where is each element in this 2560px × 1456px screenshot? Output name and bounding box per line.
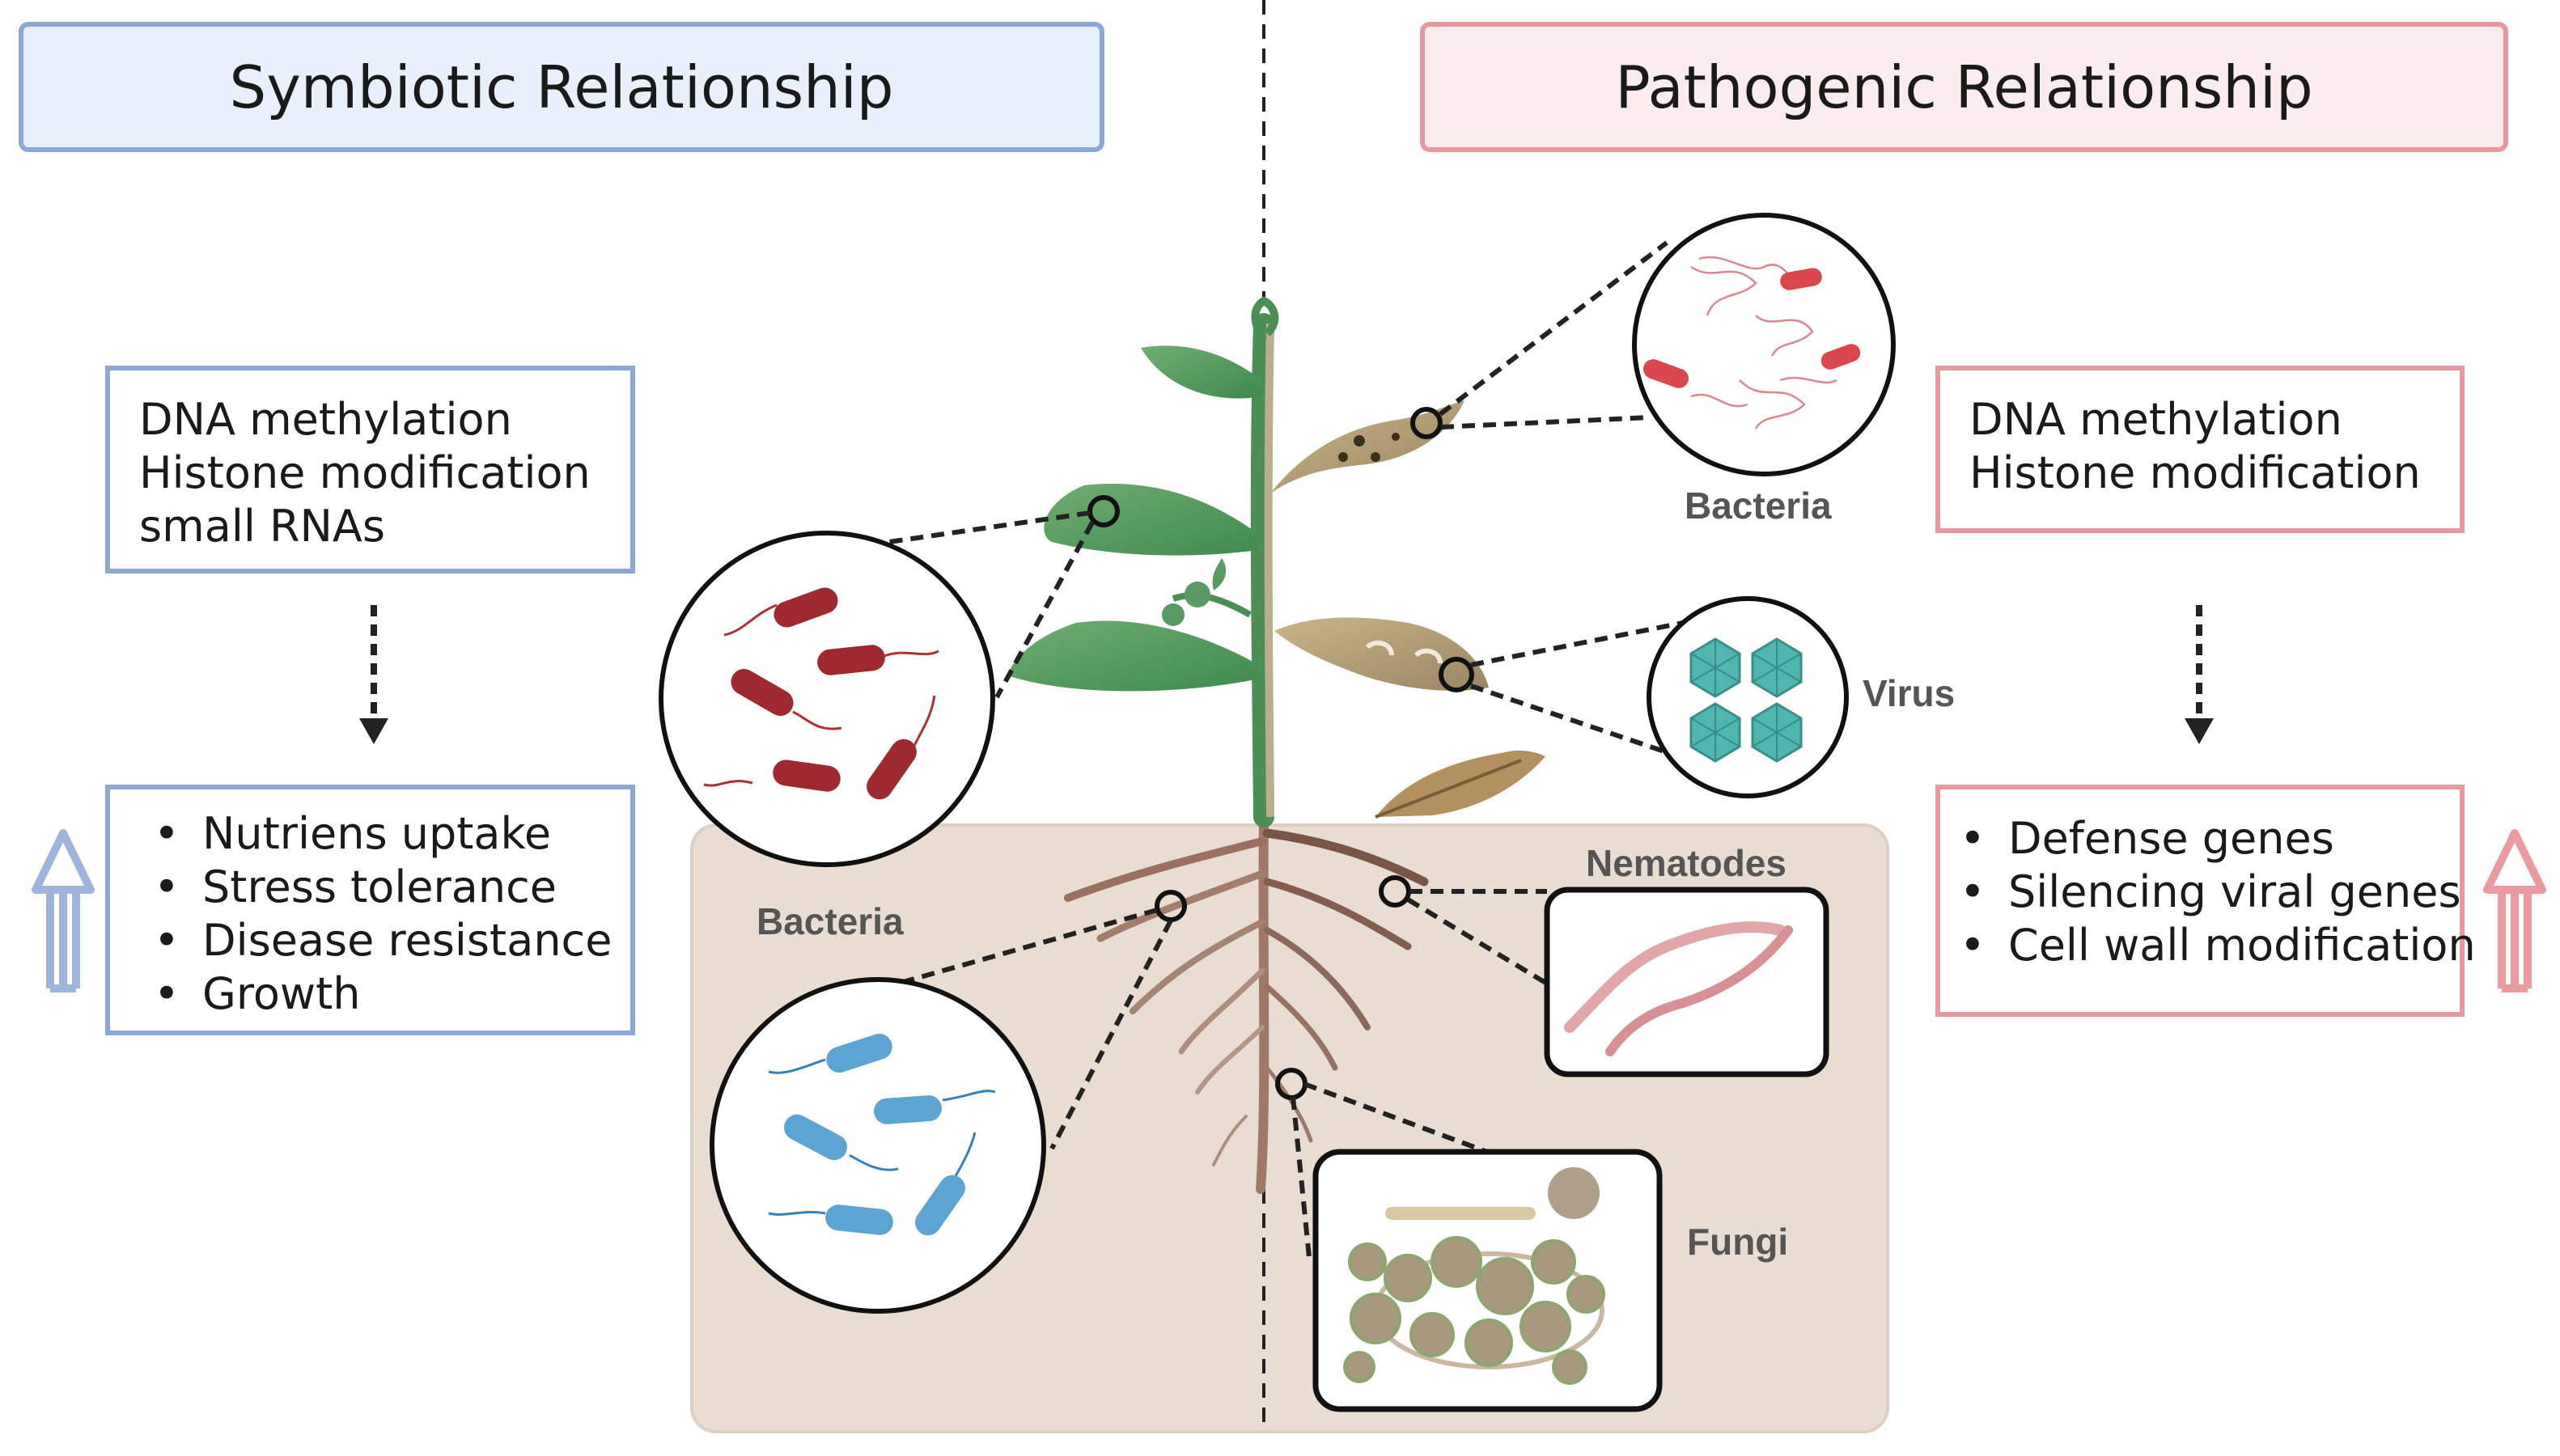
effect-item: Growth xyxy=(142,967,614,1021)
symbiotic-title: Symbiotic Relationship xyxy=(19,22,1104,152)
fungi-icon xyxy=(1312,1149,1663,1412)
down-arrow-icon xyxy=(2185,605,2214,744)
label-virus: Virus xyxy=(1863,672,1956,714)
leaf-marker-symbiotic xyxy=(1087,495,1120,527)
symbiotic-mechanisms-box: DNA methylation Histone modification sma… xyxy=(105,366,635,574)
label-bacteria-symbiotic: Bacteria xyxy=(757,900,904,942)
plant-leaves xyxy=(1007,345,1262,692)
label-nematodes: Nematodes xyxy=(1586,842,1786,884)
plant-roots xyxy=(1064,812,1429,1194)
mechanism-item: Histone modification xyxy=(1969,447,2421,498)
down-arrow-icon xyxy=(359,605,388,744)
effect-item: Disease resistance xyxy=(142,914,614,967)
effect-item: Cell wall modification xyxy=(1948,919,2476,972)
leaf-marker-bacteria xyxy=(1410,407,1443,439)
connector-lines xyxy=(833,240,1684,1258)
pathogenic-mechanisms-box: DNA methylation Histone modification xyxy=(1935,366,2465,533)
effect-item: Silencing viral genes xyxy=(1948,866,2461,919)
up-arrow-icon xyxy=(32,829,95,993)
plant-stem xyxy=(1250,313,1274,827)
root-marker-symbiotic xyxy=(1155,890,1187,922)
mechanism-item: small RNAs xyxy=(139,501,385,552)
pathogenic-title: Pathogenic Relationship xyxy=(1420,22,2508,152)
leaf-marker-virus xyxy=(1439,657,1474,692)
bacteria-icon xyxy=(710,977,1046,1314)
mechanism-item: Histone modification xyxy=(139,447,591,498)
root-marker-nematodes xyxy=(1379,875,1411,908)
label-bacteria-pathogenic: Bacteria xyxy=(1685,485,1832,527)
virus-icon xyxy=(1647,596,1849,798)
effects-list: Defense genes Silencing viral genes Cell… xyxy=(1948,812,2476,972)
effects-list: Nutriens uptake Stress tolerance Disease… xyxy=(142,807,614,1021)
effect-item: Defense genes xyxy=(1948,812,2452,866)
symbiotic-effects-box: Nutriens uptake Stress tolerance Disease… xyxy=(105,785,635,1035)
mechanism-item: DNA methylation xyxy=(1969,394,2342,445)
up-arrow-icon xyxy=(2483,829,2546,993)
effect-item: Nutriens uptake xyxy=(142,807,614,861)
diseased-leaves xyxy=(1270,400,1545,819)
nematode-icon xyxy=(1544,887,1829,1077)
pathogenic-effects-box: Defense genes Silencing viral genes Cell… xyxy=(1935,785,2476,1017)
bacteria-icon xyxy=(659,531,995,867)
label-fungi: Fungi xyxy=(1687,1221,1789,1263)
mechanism-item: DNA methylation xyxy=(139,394,512,445)
bacteria-icon xyxy=(1632,213,1896,476)
effect-item: Stress tolerance xyxy=(142,861,614,914)
